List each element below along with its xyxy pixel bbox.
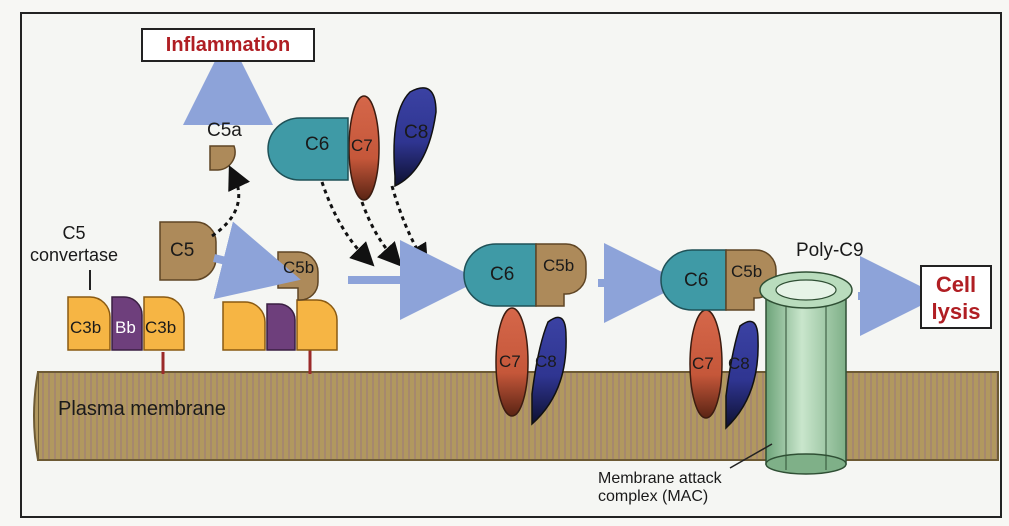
- mac-complex: [660, 249, 853, 475]
- c3b-left-shape: [67, 296, 111, 351]
- c7-label-complex: C7: [499, 352, 521, 371]
- c6-label-free: C6: [305, 134, 330, 155]
- plasma-membrane-label: Plasma membrane: [58, 398, 226, 420]
- dotted-arrow-c5-to-c5a: [211, 165, 250, 238]
- c5b-label-1: C5b: [283, 258, 315, 277]
- poly-c9-pore: [765, 291, 847, 465]
- c3b-anchors: [161, 348, 312, 374]
- inflammation-label: Inflammation: [165, 34, 291, 56]
- c6-label-mac: C6: [684, 270, 709, 291]
- c3b-label-left: C3b: [70, 318, 102, 337]
- c6-shape-free: [267, 117, 349, 181]
- free-c6-c7-c8: [267, 87, 437, 201]
- c3b-label-right: C3b: [145, 318, 177, 337]
- c7-label-free: C7: [351, 136, 373, 155]
- c5a-shape: [209, 145, 236, 171]
- c8-label-complex: C8: [535, 352, 557, 371]
- c8-label-mac: C8: [728, 354, 750, 373]
- c5-convertase-label: C5 convertase: [30, 223, 119, 265]
- mac-pointer: [729, 443, 773, 469]
- bb-label: Bb: [115, 318, 136, 337]
- inflammation-box: Inflammation: [141, 28, 315, 62]
- c6-label-complex: C6: [490, 264, 515, 285]
- cell-lysis-label-line1: Cell: [935, 272, 977, 297]
- poly-c9-label: Poly-C9: [796, 240, 864, 261]
- c5-label: C5: [170, 240, 195, 261]
- c5b-label-mac: C5b: [731, 262, 763, 281]
- c8-label-free: C8: [404, 122, 429, 143]
- bb-shape: [111, 296, 143, 351]
- arrow-c5-to-c5b: [213, 221, 301, 300]
- c8-shape-free: [393, 87, 437, 188]
- c3b-right-shape: [143, 296, 185, 351]
- c5-convertase-complex: [67, 296, 185, 351]
- c5b678-complex: [463, 243, 587, 426]
- c7-label-mac: C7: [692, 354, 714, 373]
- mac-label: Membrane attack complex (MAC): [598, 470, 722, 505]
- c7-shape-free: [348, 95, 380, 201]
- cell-lysis-box: Cell lysis: [920, 265, 992, 329]
- cell-lysis-label-line2: lysis: [931, 299, 981, 324]
- c5b-label-complex: C5b: [543, 256, 575, 275]
- dotted-arrows-c6-c7-c8: [320, 181, 429, 269]
- c5a-label: C5a: [207, 120, 242, 141]
